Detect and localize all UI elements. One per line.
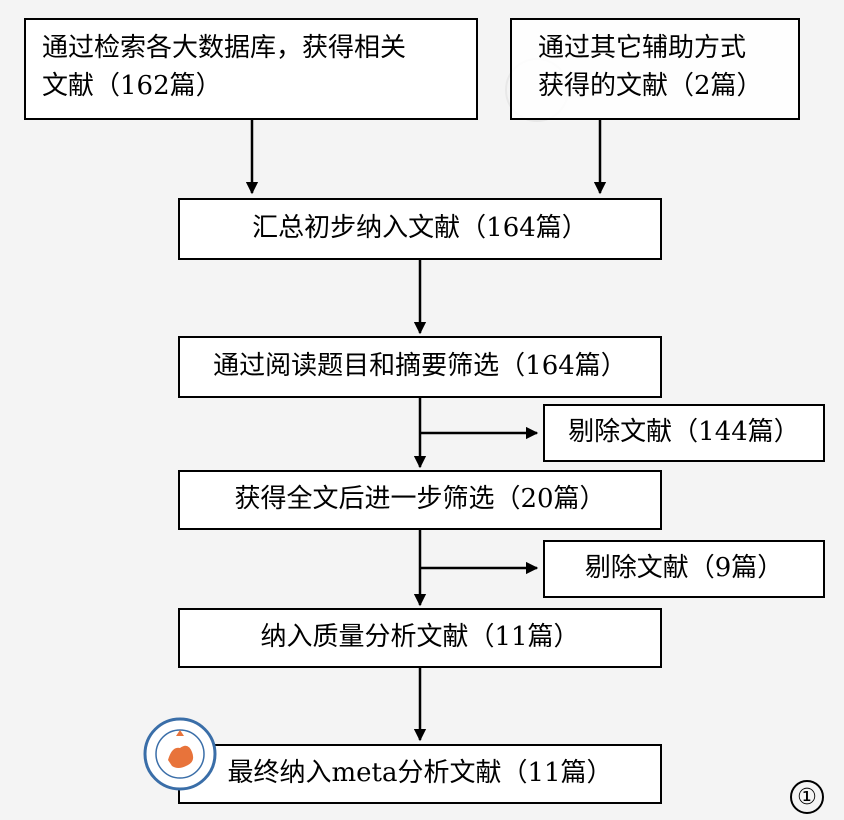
node-title-abstract-label: 通过阅读题目和摘要筛选（164篇） <box>213 351 627 382</box>
figure-number: ① <box>790 780 824 814</box>
node-quality-analysis: 纳入质量分析文献（11篇） <box>178 608 662 668</box>
node-database-search-line1: 通过检索各大数据库，获得相关 <box>42 33 407 63</box>
node-combined: 汇总初步纳入文献（164篇） <box>178 198 662 260</box>
node-excluded-1: 剔除文献（144篇） <box>543 404 825 462</box>
node-excluded-2: 剔除文献（9篇） <box>543 540 825 598</box>
node-database-search-line2: 文献（162篇） <box>42 70 222 101</box>
node-fulltext-screen: 获得全文后进一步筛选（20篇） <box>178 470 662 530</box>
association-seal-icon <box>143 717 217 791</box>
node-other-means: 通过其它辅助方式 获得的文献（2篇） <box>510 18 800 120</box>
node-other-means-line1: 通过其它辅助方式 <box>538 33 747 63</box>
node-other-means-line2: 获得的文献（2篇） <box>538 70 763 101</box>
node-combined-label: 汇总初步纳入文献（164篇） <box>252 213 588 244</box>
node-final-label: 最终纳入meta分析文献（11篇） <box>227 758 613 789</box>
node-excluded-2-label: 剔除文献（9篇） <box>584 553 784 584</box>
node-database-search: 通过检索各大数据库，获得相关 文献（162篇） <box>24 18 478 120</box>
node-title-abstract-screen: 通过阅读题目和摘要筛选（164篇） <box>178 336 662 398</box>
node-quality-label: 纳入质量分析文献（11篇） <box>260 622 580 653</box>
node-excluded-1-label: 剔除文献（144篇） <box>568 417 800 448</box>
node-final-meta: 最终纳入meta分析文献（11篇） <box>178 744 662 804</box>
node-fulltext-label: 获得全文后进一步筛选（20篇） <box>234 484 606 515</box>
